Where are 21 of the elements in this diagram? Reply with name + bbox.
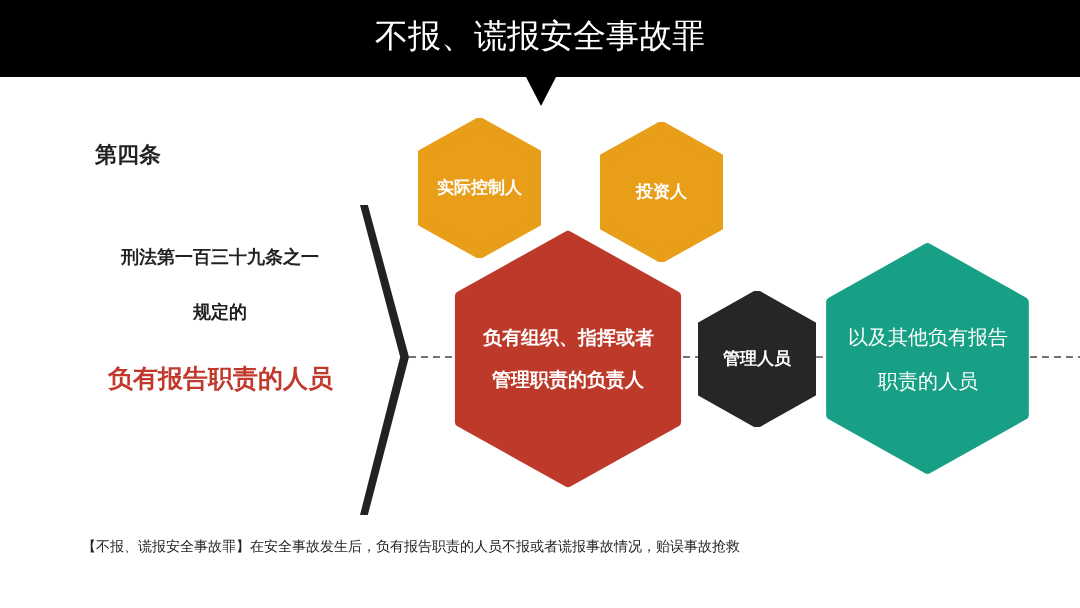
hexagon-label: 管理人员 bbox=[723, 347, 791, 371]
highlight-text: 负有报告职责的人员 bbox=[106, 363, 334, 395]
hexagon bbox=[600, 122, 723, 262]
hexagon bbox=[453, 228, 683, 490]
caption: 【不报、谎报安全事故罪】在安全事故发生后，负有报告职责的人员不报或者谎报事故情况，贻误事故抢救 bbox=[82, 538, 740, 556]
hexagon-label: 以及其他负有报告职责的人员 bbox=[846, 323, 1009, 395]
dashed-line bbox=[1029, 356, 1080, 358]
hexagon-label: 负有组织、指挥或者管理职责的负责人 bbox=[481, 325, 655, 392]
label-text: 规定的 bbox=[192, 300, 248, 324]
dashed-line bbox=[408, 356, 454, 358]
dashed-line bbox=[682, 356, 699, 358]
dashed-line bbox=[815, 356, 826, 358]
hexagon bbox=[698, 291, 816, 427]
hexagon-label: 实际控制人 bbox=[437, 176, 522, 200]
chevron-divider bbox=[360, 205, 409, 515]
hexagon-label: 投资人 bbox=[636, 180, 687, 204]
law-reference: 刑法第一百三十九条之一 bbox=[120, 245, 320, 269]
hexagon bbox=[825, 241, 1030, 476]
title: 不报、谎报安全事故罪 bbox=[374, 15, 706, 57]
hexagon bbox=[418, 118, 541, 258]
article-heading: 第四条 bbox=[95, 141, 161, 169]
